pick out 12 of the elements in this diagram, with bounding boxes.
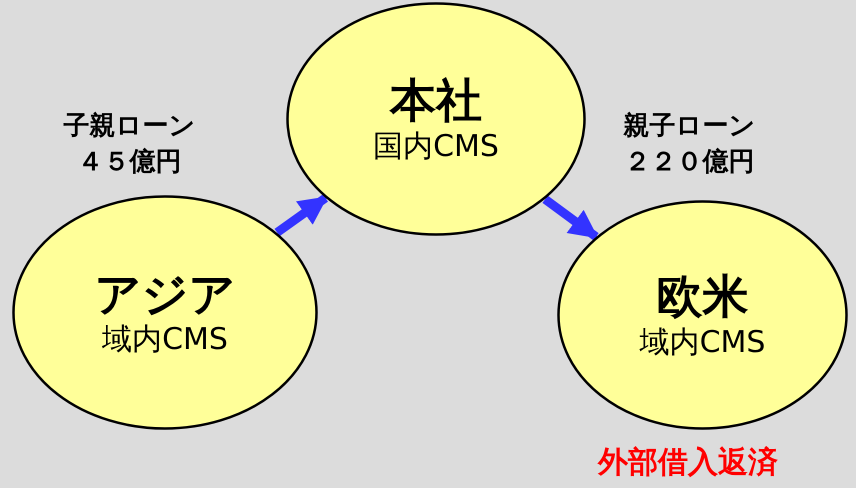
arrow: [542, 196, 599, 240]
note-text: 外部借入返済: [598, 444, 778, 482]
node-subtitle: 域内CMS: [102, 322, 228, 358]
node-subtitle: 国内CMS: [373, 128, 499, 165]
arrow: [274, 194, 328, 236]
ellipse-node: [12, 195, 318, 430]
node-subtitle: 域内CMS: [640, 324, 766, 361]
ellipse-node: [557, 200, 848, 430]
ellipse-node: [286, 2, 586, 236]
node-title: 本社: [390, 73, 482, 129]
node-title: 欧米: [656, 269, 748, 325]
node-title: アジア: [94, 266, 236, 322]
